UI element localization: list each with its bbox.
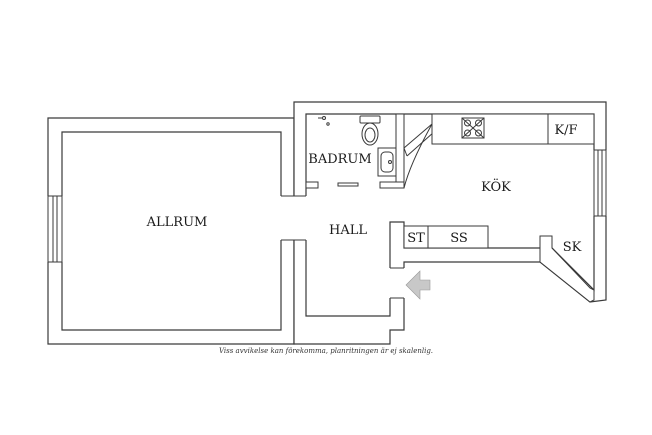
disclaimer-caption: Viss avvikelse kan förekomma, planritnin… (219, 347, 433, 355)
allrum-hall-opening (280, 196, 308, 240)
room-label-st: ST (407, 231, 425, 246)
entrance-arrow-icon (405, 270, 431, 300)
room-label-badrum: BADRUM (308, 152, 371, 167)
badrum-wall-bottom (305, 181, 319, 189)
room-label-allrum: ALLRUM (146, 215, 208, 230)
room-label-kok: KÖK (481, 178, 511, 195)
kok-window (592, 149, 608, 217)
entrance-opening (388, 268, 406, 298)
stove-icon (461, 117, 485, 139)
room-label-kf: K/F (554, 123, 577, 138)
badrum-wall-bottom-right (379, 181, 405, 189)
shower-icon (318, 116, 330, 126)
sink-icon (377, 147, 397, 177)
room-label-hall: HALL (329, 223, 367, 238)
badrum-threshold (337, 182, 359, 187)
kitchen-counter (431, 113, 595, 145)
sk-wardrobe (539, 235, 595, 303)
room-label-ss: SS (450, 231, 468, 246)
allrum-walls (47, 117, 295, 345)
bathroom-door (403, 123, 435, 189)
allrum-window (46, 195, 64, 263)
badrum-wall-right (395, 113, 405, 189)
toilet-icon (359, 115, 381, 146)
ss-cabinet (427, 225, 489, 249)
room-label-sk: SK (563, 240, 582, 255)
